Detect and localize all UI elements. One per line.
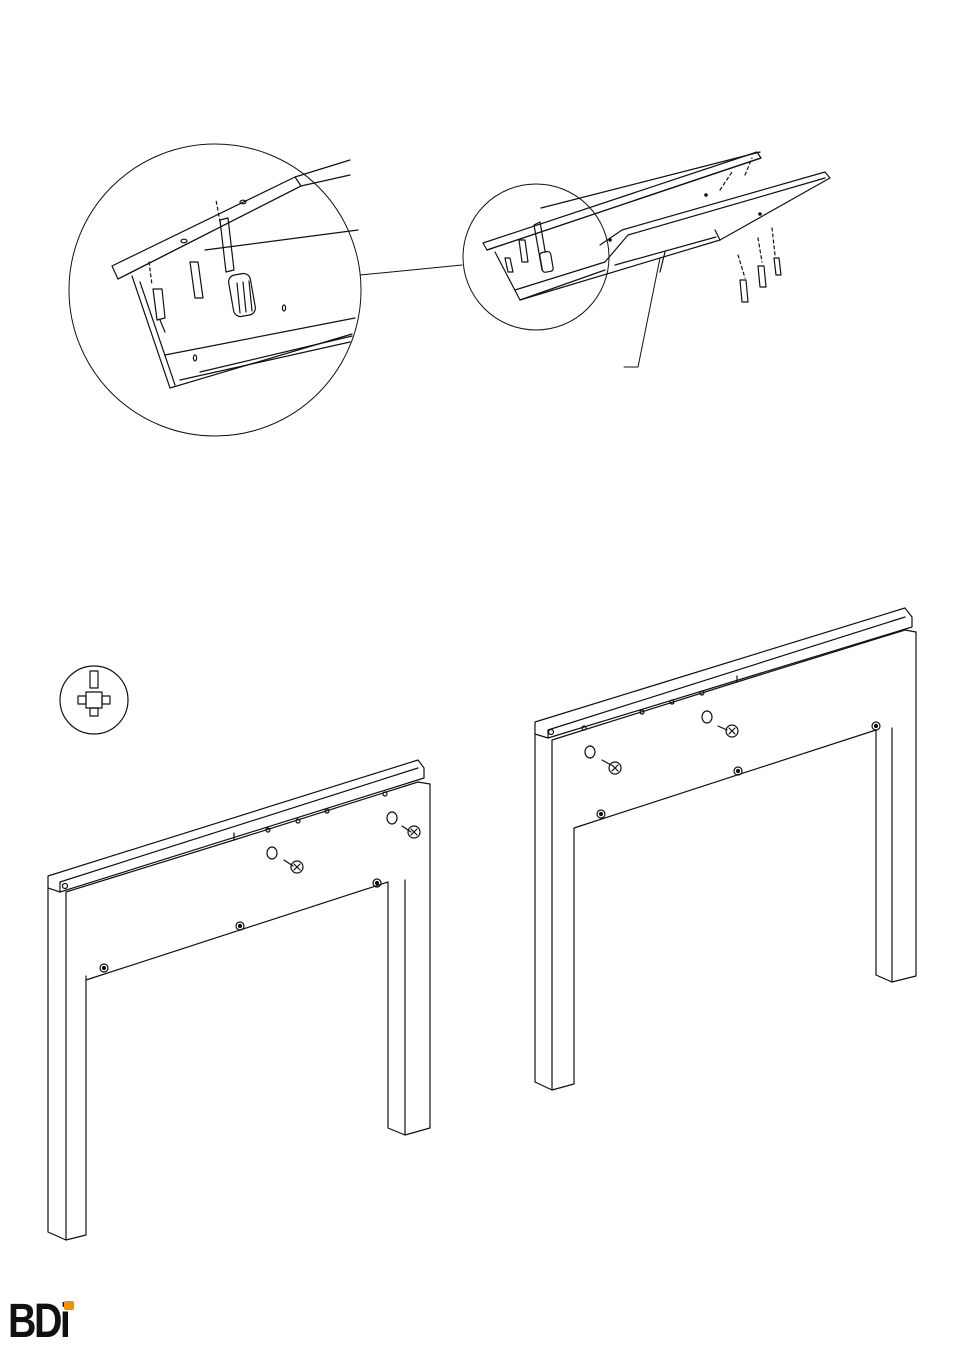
bdi-logo-text: BDi <box>8 1298 68 1346</box>
right-frame-panel <box>535 608 916 1090</box>
left-frame-panel <box>48 760 430 1240</box>
phillips-screwdriver-tool-icon <box>60 666 128 734</box>
bdi-logo: BDi <box>8 1298 82 1346</box>
bdi-logo-dot <box>64 1301 74 1310</box>
